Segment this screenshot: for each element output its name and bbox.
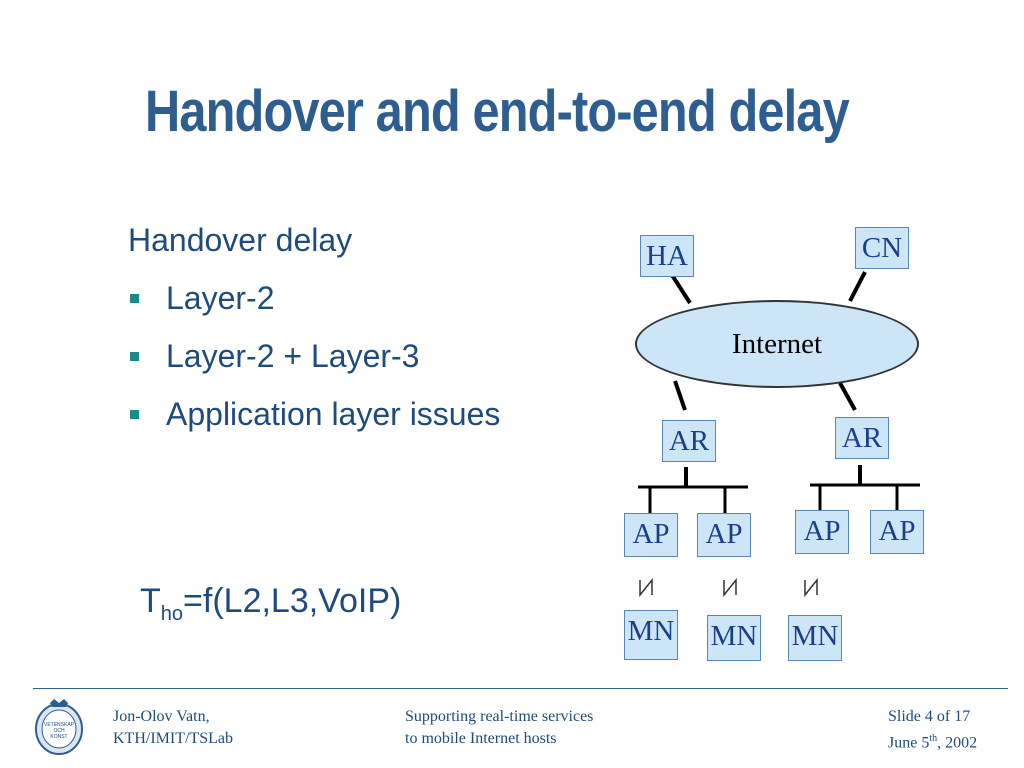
- date-prefix: June 5: [888, 734, 930, 752]
- author-name: Jon-Olov Vatn,: [113, 708, 210, 725]
- svg-text:VETENSKAP: VETENSKAP: [44, 722, 75, 728]
- square-bullet-icon: [130, 294, 139, 303]
- bullet-label: Application layer issues: [166, 396, 501, 432]
- footer-slide-info: Slide 4 of 17 June 5th, 2002: [888, 706, 977, 754]
- footer-author: Jon-Olov Vatn, KTH/IMIT/TSLab: [113, 706, 233, 750]
- ha-internet-link: [670, 273, 692, 305]
- kth-seal-icon: VETENSKAP OCH KONST: [33, 697, 85, 762]
- date-suffix-sup: th: [929, 733, 938, 744]
- wireless-link-icon: [723, 577, 737, 598]
- access-point: AP: [795, 510, 849, 554]
- cn-internet-link: [848, 271, 867, 302]
- internet-ar-right-link: [838, 382, 857, 411]
- formula-symbol: T: [140, 582, 161, 620]
- slide-title: Handover and end-to-end delay: [145, 79, 850, 144]
- bullet-list: Layer-2 Layer-2 + Layer-3 Application la…: [128, 280, 526, 454]
- topic-line: to mobile Internet hosts: [405, 730, 557, 747]
- handover-formula: Tho=f(L2,L3,VoIP): [140, 582, 401, 626]
- mobile-node: MN: [707, 615, 761, 661]
- slide-number: Slide 4 of 17: [888, 708, 971, 725]
- footer-topic: Supporting real-time services to mobile …: [405, 706, 593, 750]
- topic-line: Supporting real-time services: [405, 708, 594, 725]
- internet-ar-left-link: [673, 380, 687, 411]
- home-agent-node: HA: [640, 235, 694, 277]
- mobile-node: MN: [624, 610, 678, 660]
- access-point: AP: [697, 513, 751, 557]
- wireless-link-icon: [639, 577, 653, 598]
- bullet-label: Layer-2 + Layer-3: [166, 338, 420, 374]
- square-bullet-icon: [130, 410, 139, 419]
- section-heading: Handover delay: [128, 222, 353, 258]
- date-year: , 2002: [937, 734, 978, 752]
- diagram-links: [638, 271, 920, 598]
- access-point: AP: [624, 513, 678, 557]
- formula-subscript: ho: [160, 602, 184, 625]
- internet-cloud: Internet: [635, 300, 919, 388]
- access-router-left: AR: [662, 420, 716, 462]
- bullet-item: Application layer issues: [128, 396, 526, 433]
- bullet-item: Layer-2 + Layer-3: [128, 338, 526, 375]
- access-point: AP: [870, 510, 924, 554]
- square-bullet-icon: [130, 352, 139, 361]
- wireless-link-icon: [804, 577, 818, 598]
- formula-expression: =f(L2,L3,VoIP): [183, 582, 402, 620]
- svg-text:KONST: KONST: [50, 734, 67, 740]
- correspondent-node: CN: [855, 227, 909, 269]
- mobile-node: MN: [788, 615, 842, 661]
- svg-text:OCH: OCH: [53, 728, 65, 734]
- footer-divider: [33, 688, 1008, 689]
- access-router-right: AR: [835, 417, 889, 459]
- author-affiliation: KTH/IMIT/TSLab: [113, 730, 233, 747]
- slide-date: June 5th, 2002: [888, 728, 977, 754]
- bullet-item: Layer-2: [128, 280, 526, 317]
- bullet-label: Layer-2: [166, 280, 275, 316]
